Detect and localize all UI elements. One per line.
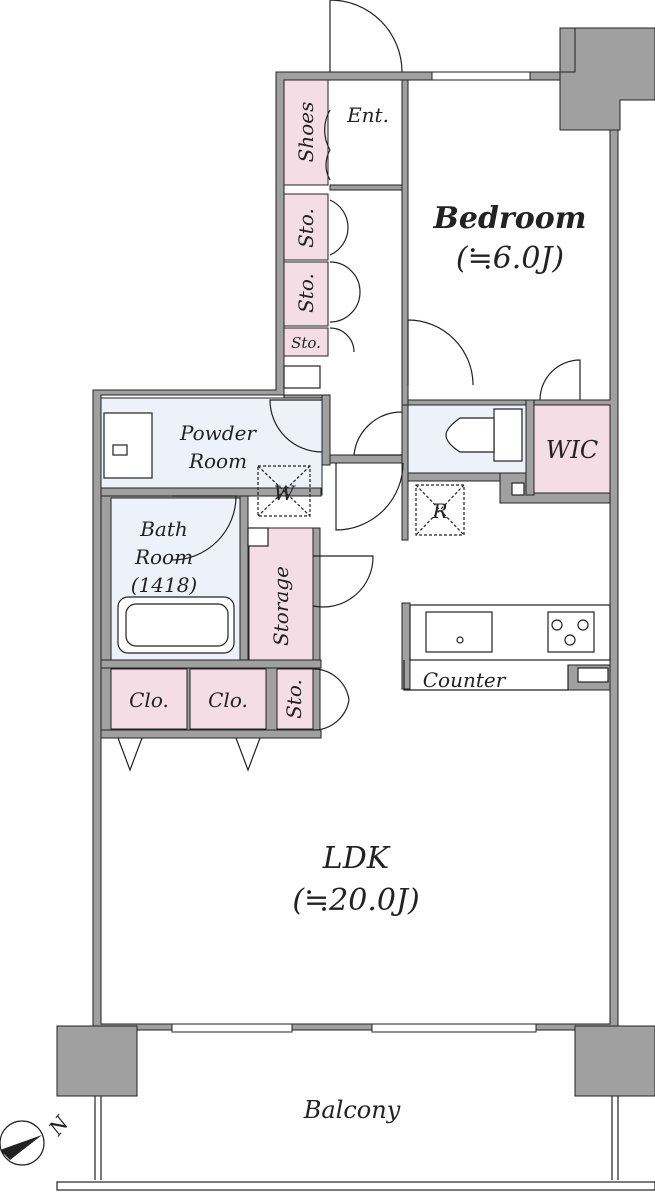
- balcony-label: Balcony: [303, 1096, 401, 1124]
- storage-area: [248, 527, 314, 661]
- clo-1: [110, 668, 188, 730]
- sto-label-4: Sto.: [282, 679, 306, 719]
- sto-3: [283, 327, 329, 357]
- storage-label: Storage: [269, 566, 293, 646]
- wic-label: WIC: [546, 436, 599, 464]
- sto-2: [283, 261, 329, 327]
- bath-room-label-1: Bath: [139, 517, 188, 541]
- room-labels: Bedroom (≒6.0J) LDK (≒20.0J) Balcony Pow…: [129, 102, 598, 1124]
- bedroom-door: [407, 319, 474, 386]
- ldk-size: (≒20.0J): [292, 883, 419, 918]
- refrigerator-label: R: [431, 499, 447, 523]
- powder-door: [269, 399, 323, 453]
- bath-room-label-2: Room: [134, 545, 193, 569]
- shoes-closet: [283, 79, 329, 186]
- entrance-label: Ent.: [346, 103, 389, 127]
- clo-label-2: Clo.: [208, 688, 248, 712]
- compass-icon: N: [0, 1110, 74, 1166]
- sto-label-2: Sto.: [294, 273, 318, 313]
- bath-room-size: (1418): [131, 573, 198, 597]
- hall-door: [335, 462, 404, 531]
- clo-2: [189, 668, 267, 730]
- ldk-label: LDK: [322, 841, 391, 876]
- toilet-bowl: [445, 417, 495, 453]
- shoes-label: Shoes: [294, 102, 318, 163]
- toilet-door: [353, 411, 403, 456]
- doors: [117, 0, 581, 772]
- sto-1: [283, 193, 329, 261]
- entrance-door: [329, 0, 403, 73]
- washer-label: W: [274, 481, 296, 505]
- wic-area: [533, 404, 611, 494]
- sto-4: [276, 668, 314, 730]
- bedroom-label: Bedroom: [433, 201, 587, 236]
- balcony: [56, 1096, 655, 1191]
- powder-room-label-2: Room: [188, 449, 247, 473]
- wic-door: [539, 359, 581, 401]
- toilet-tank: [493, 408, 523, 462]
- sto-label-3: Sto.: [291, 334, 321, 352]
- clo-label-1: Clo.: [129, 688, 169, 712]
- bedroom-size: (≒6.0J): [456, 241, 564, 276]
- bath-door: [171, 495, 237, 561]
- sto-label-1: Sto.: [294, 208, 318, 248]
- fixtures: [103, 365, 611, 691]
- compass-label: N: [43, 1110, 74, 1141]
- wash-basin: [103, 412, 153, 479]
- windows: [171, 71, 537, 1033]
- counter-label: Counter: [423, 668, 507, 692]
- storage-areas: [110, 79, 611, 730]
- powder-room-label-1: Powder: [179, 421, 257, 445]
- sink: [425, 611, 493, 653]
